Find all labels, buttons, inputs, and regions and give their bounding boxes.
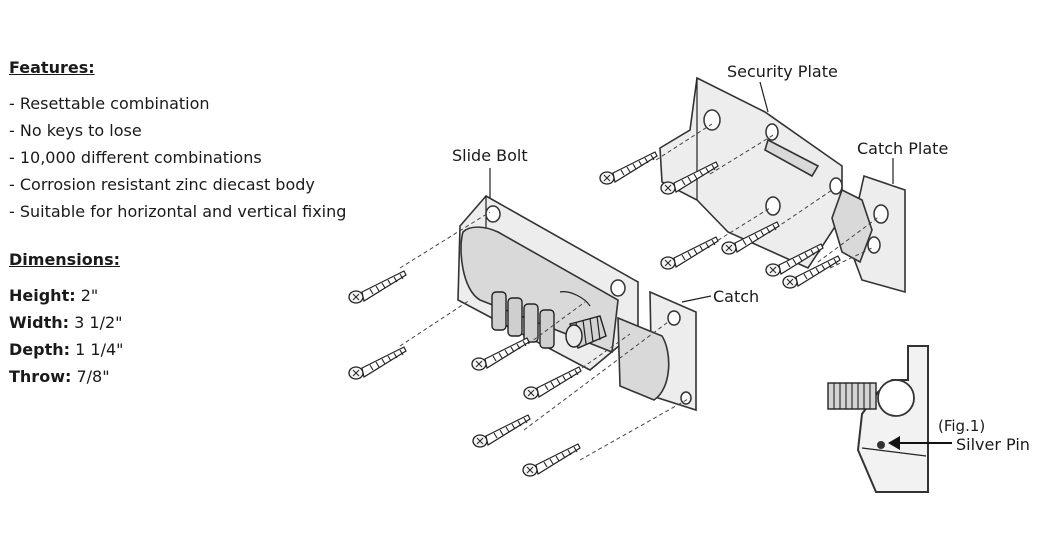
features-heading: Features: [9, 58, 95, 77]
bolt-knob [565, 315, 607, 349]
catch [617, 290, 697, 412]
fig1-detail [827, 345, 952, 493]
label-security-plate: Security Plate [727, 62, 838, 81]
feature-item: - 10,000 different combinations [9, 148, 262, 167]
dimensions-list: Height: 2" Width: 3 1/2" Depth: 1 1/4" T… [9, 282, 409, 390]
screw [522, 443, 581, 477]
dimension-key: Depth: [9, 340, 71, 359]
screw [348, 270, 407, 304]
label-silver-pin: Silver Pin [956, 435, 1030, 454]
silver-pin-dot [877, 441, 885, 449]
feature-item: - Resettable combination [9, 94, 210, 113]
dimension-value: 3 1/2" [69, 313, 123, 332]
dimensions-heading: Dimensions: [9, 250, 120, 269]
dimension-value: 7/8" [71, 367, 110, 386]
dimension-key: Width: [9, 313, 70, 332]
screw [471, 337, 530, 371]
dimension-key: Height: [9, 286, 76, 305]
feature-item: - No keys to lose [9, 121, 142, 140]
guide-lines [399, 123, 881, 461]
screw [599, 151, 658, 185]
security-plate [659, 76, 843, 270]
label-slide-bolt: Slide Bolt [452, 146, 528, 165]
feature-item: - Suitable for horizontal and vertical f… [9, 202, 347, 221]
dimension-item: Width: 3 1/2" [9, 309, 409, 336]
screw [348, 346, 407, 380]
screw [472, 414, 531, 448]
catch-plate [831, 174, 906, 294]
arrow-icon [888, 436, 900, 450]
features-list: - Resettable combination - No keys to lo… [9, 90, 409, 225]
dimension-item: Height: 2" [9, 282, 409, 309]
dimension-item: Depth: 1 1/4" [9, 336, 409, 363]
combination-dials [491, 291, 555, 349]
feature-item: - Corrosion resistant zinc diecast body [9, 175, 315, 194]
screw [523, 366, 582, 400]
label-catch: Catch [713, 287, 759, 306]
leader-lines [489, 81, 894, 303]
dimension-value: 2" [75, 286, 99, 305]
screw [660, 236, 719, 270]
text-panel: Features: - Resettable combination - No … [9, 58, 409, 390]
dimension-item: Throw: 7/8" [9, 363, 409, 390]
label-fig1: (Fig.1) [938, 417, 985, 435]
label-catch-plate: Catch Plate [857, 139, 948, 158]
dimension-value: 1 1/4" [70, 340, 124, 359]
dimension-key: Throw: [9, 367, 72, 386]
